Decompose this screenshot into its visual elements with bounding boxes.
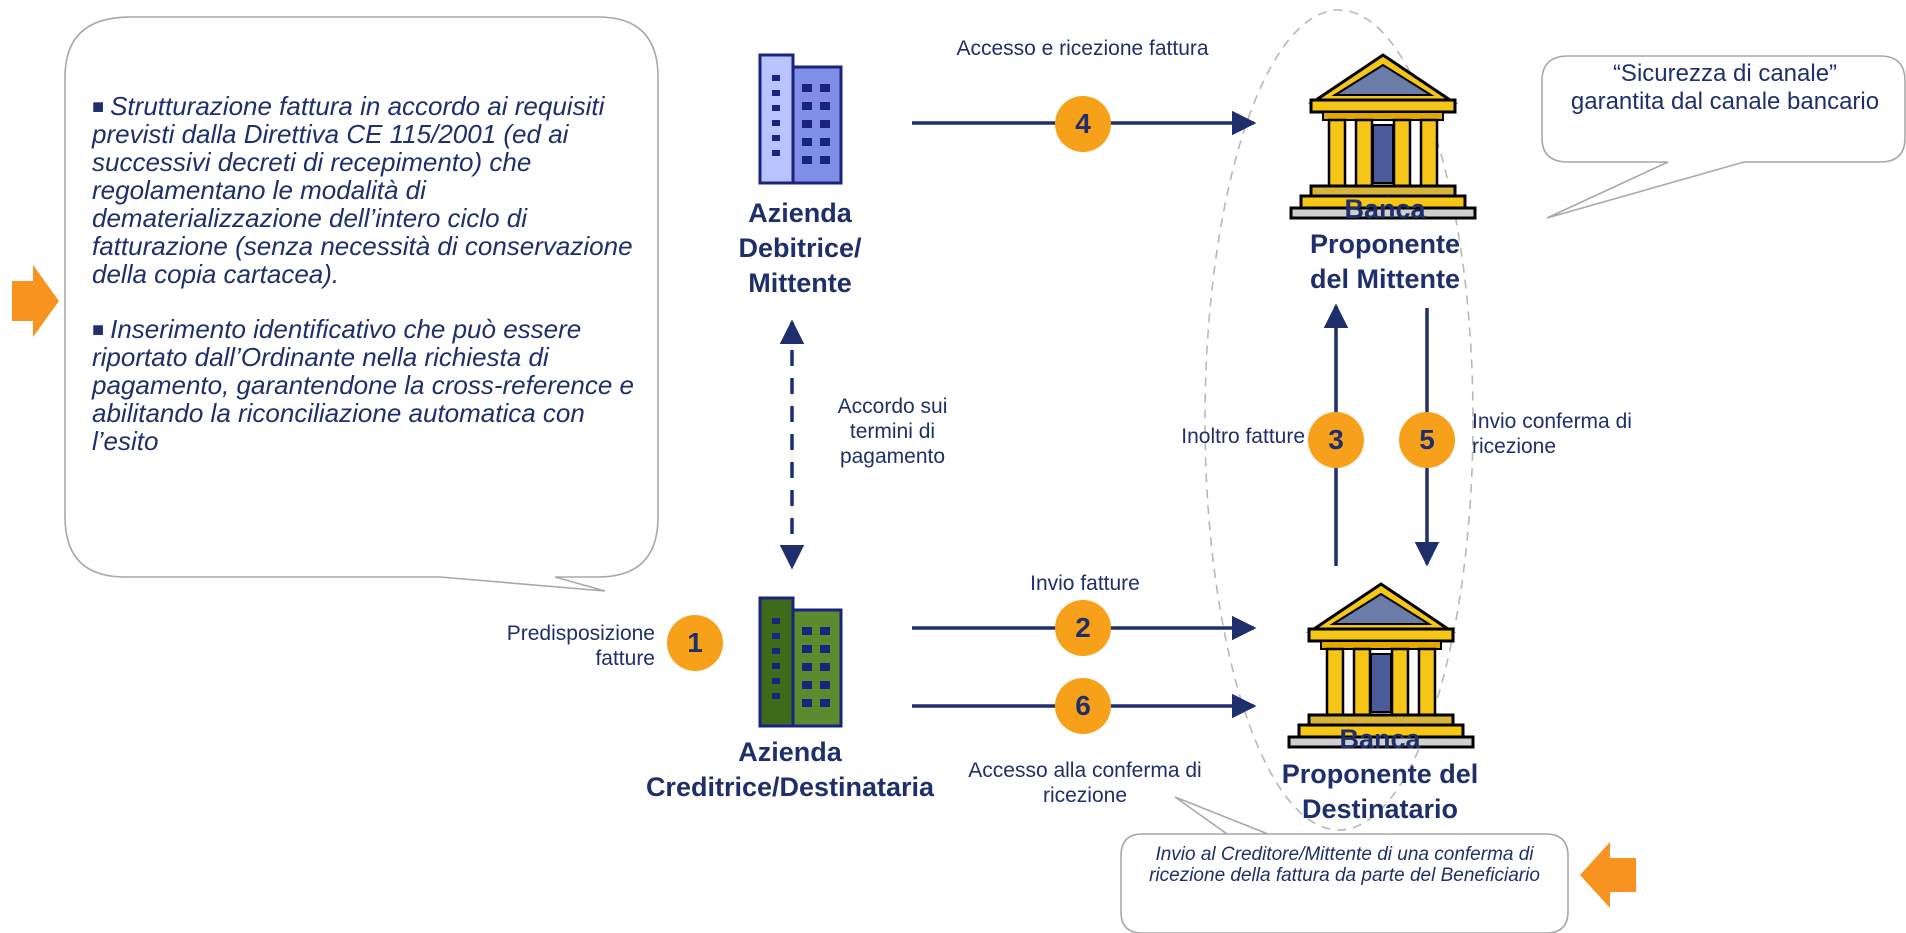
- bottom-pointer-arrow-icon: [1580, 842, 1636, 908]
- left-callout-text: ■Strutturazione fattura in accordo ai re…: [92, 92, 652, 481]
- step-badge-3: 3: [1308, 412, 1364, 468]
- access-invoice-label: Accesso e ricezione fattura: [956, 37, 1209, 60]
- step-badge-6: 6: [1055, 678, 1111, 734]
- left-pointer-arrow-icon: [12, 265, 59, 337]
- step-badge-4: 4: [1055, 96, 1111, 152]
- square-bullet-icon: ■: [92, 318, 105, 341]
- step-badge-1: 1: [667, 615, 723, 671]
- left-callout-point-2: Inserimento identificativo che può esser…: [92, 313, 635, 456]
- left-callout-point-1: Strutturazione fattura in accordo ai req…: [92, 91, 633, 290]
- creditor-label: Azienda Creditrice/Destinataria: [645, 737, 935, 803]
- step-badge-5: 5: [1399, 412, 1455, 468]
- square-bullet-icon: ■: [92, 96, 105, 118]
- bank-zone-ellipse: [1204, 9, 1474, 831]
- access-confirmation-label: Accesso alla conferma di ricezione: [968, 759, 1202, 807]
- bottom-callout-text: Invio al Creditore/Mittente di una confe…: [1149, 844, 1540, 887]
- send-invoices-label: Invio fatture: [1030, 572, 1140, 595]
- right-callout-text: “Sicurezza di canale” garantita dal cana…: [1570, 60, 1880, 116]
- debtor-office-building-icon: [758, 53, 843, 185]
- left-callout-bubble: [64, 16, 659, 592]
- creditor-office-building-icon: [758, 596, 843, 728]
- bank-sender-label: Banca Proponente del Mittente: [1309, 194, 1460, 295]
- prepare-invoices-label: Predisposizione fatture: [506, 622, 655, 670]
- debtor-label: Azienda Debitrice/ Mittente: [738, 198, 862, 299]
- bank-receiver-label: Banca Proponente del Destinatario: [1281, 724, 1479, 825]
- step-badge-2: 2: [1055, 600, 1111, 656]
- agreement-label: Accordo sui termini di pagamento: [837, 395, 948, 468]
- send-confirmation-label: Invio conferma di ricezione: [1472, 410, 1632, 458]
- right-callout-bubble: [1541, 55, 1906, 219]
- forward-invoices-label: Inoltro fatture: [1181, 425, 1305, 448]
